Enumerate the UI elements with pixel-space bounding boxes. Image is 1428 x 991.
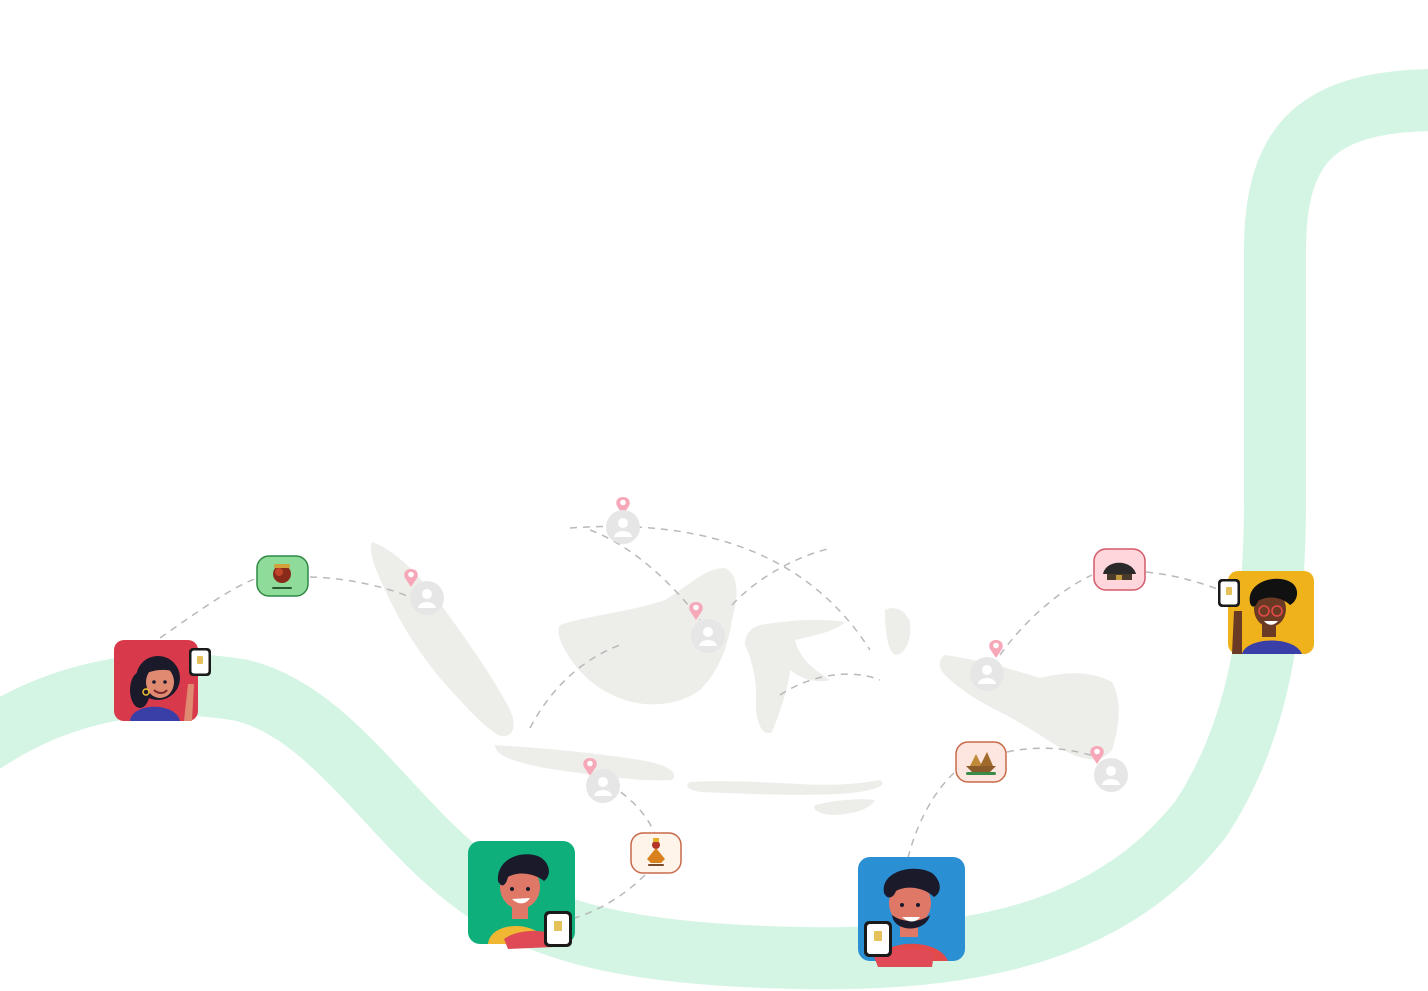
pin-icon (404, 569, 418, 587)
avatar-man-blue[interactable] (858, 857, 965, 967)
avatar-woman-red[interactable] (114, 640, 211, 721)
avatar-man-yellow[interactable] (1218, 571, 1314, 654)
island-maluku (885, 608, 911, 655)
person-marker-icon (1094, 758, 1128, 792)
person-figure (1232, 578, 1302, 654)
avatar-man-green[interactable] (468, 841, 575, 949)
culture-tile-java[interactable] (630, 832, 682, 874)
pin-icon (583, 758, 597, 776)
culture-tile-sumatra[interactable] (256, 555, 309, 597)
phone-icon (1218, 579, 1240, 607)
location-pins (404, 497, 1104, 776)
route-line (574, 874, 646, 919)
island-kalimantan (558, 568, 737, 705)
boat-icon (966, 752, 996, 775)
phone-icon (189, 648, 211, 676)
island-sulawesi (745, 619, 845, 734)
green-ribbon (0, 69, 1428, 990)
route-line (309, 576, 413, 599)
hut-icon (1103, 562, 1136, 580)
route-line (731, 547, 833, 606)
culture-tile-maluku[interactable] (1093, 548, 1146, 591)
route-line (907, 771, 956, 859)
costume-icon (272, 564, 292, 589)
island-timor (814, 799, 875, 815)
route-line (159, 577, 259, 639)
phone-icon (864, 921, 892, 957)
culture-tile-sulawesi[interactable] (955, 741, 1007, 783)
dancer-icon (647, 838, 665, 866)
route-line (1145, 571, 1226, 593)
culture-tiles (256, 548, 1146, 874)
island-sumatra (370, 542, 514, 737)
person-marker-icon (606, 510, 640, 544)
person-marker-icon (691, 619, 725, 653)
person-marker-icon (410, 581, 444, 615)
route-line (779, 673, 881, 696)
route-line (529, 644, 621, 729)
person-figure (130, 656, 194, 721)
person-markers (410, 510, 1128, 803)
island-nusa-tenggara (687, 780, 883, 795)
indonesia-map (370, 542, 1119, 815)
route-line (999, 574, 1093, 656)
person-figure (488, 854, 556, 949)
pin-icon (1090, 746, 1104, 764)
person-figure (874, 868, 948, 967)
person-marker-icon (970, 657, 1004, 691)
ribbon-path (0, 69, 1428, 990)
person-marker-icon (586, 769, 620, 803)
pin-icon (689, 602, 703, 620)
route-line (609, 784, 656, 836)
pin-icon (616, 497, 630, 515)
route-line (589, 529, 701, 621)
route-line (1006, 747, 1101, 759)
phone-icon (544, 911, 572, 947)
pin-icon (989, 640, 1003, 658)
